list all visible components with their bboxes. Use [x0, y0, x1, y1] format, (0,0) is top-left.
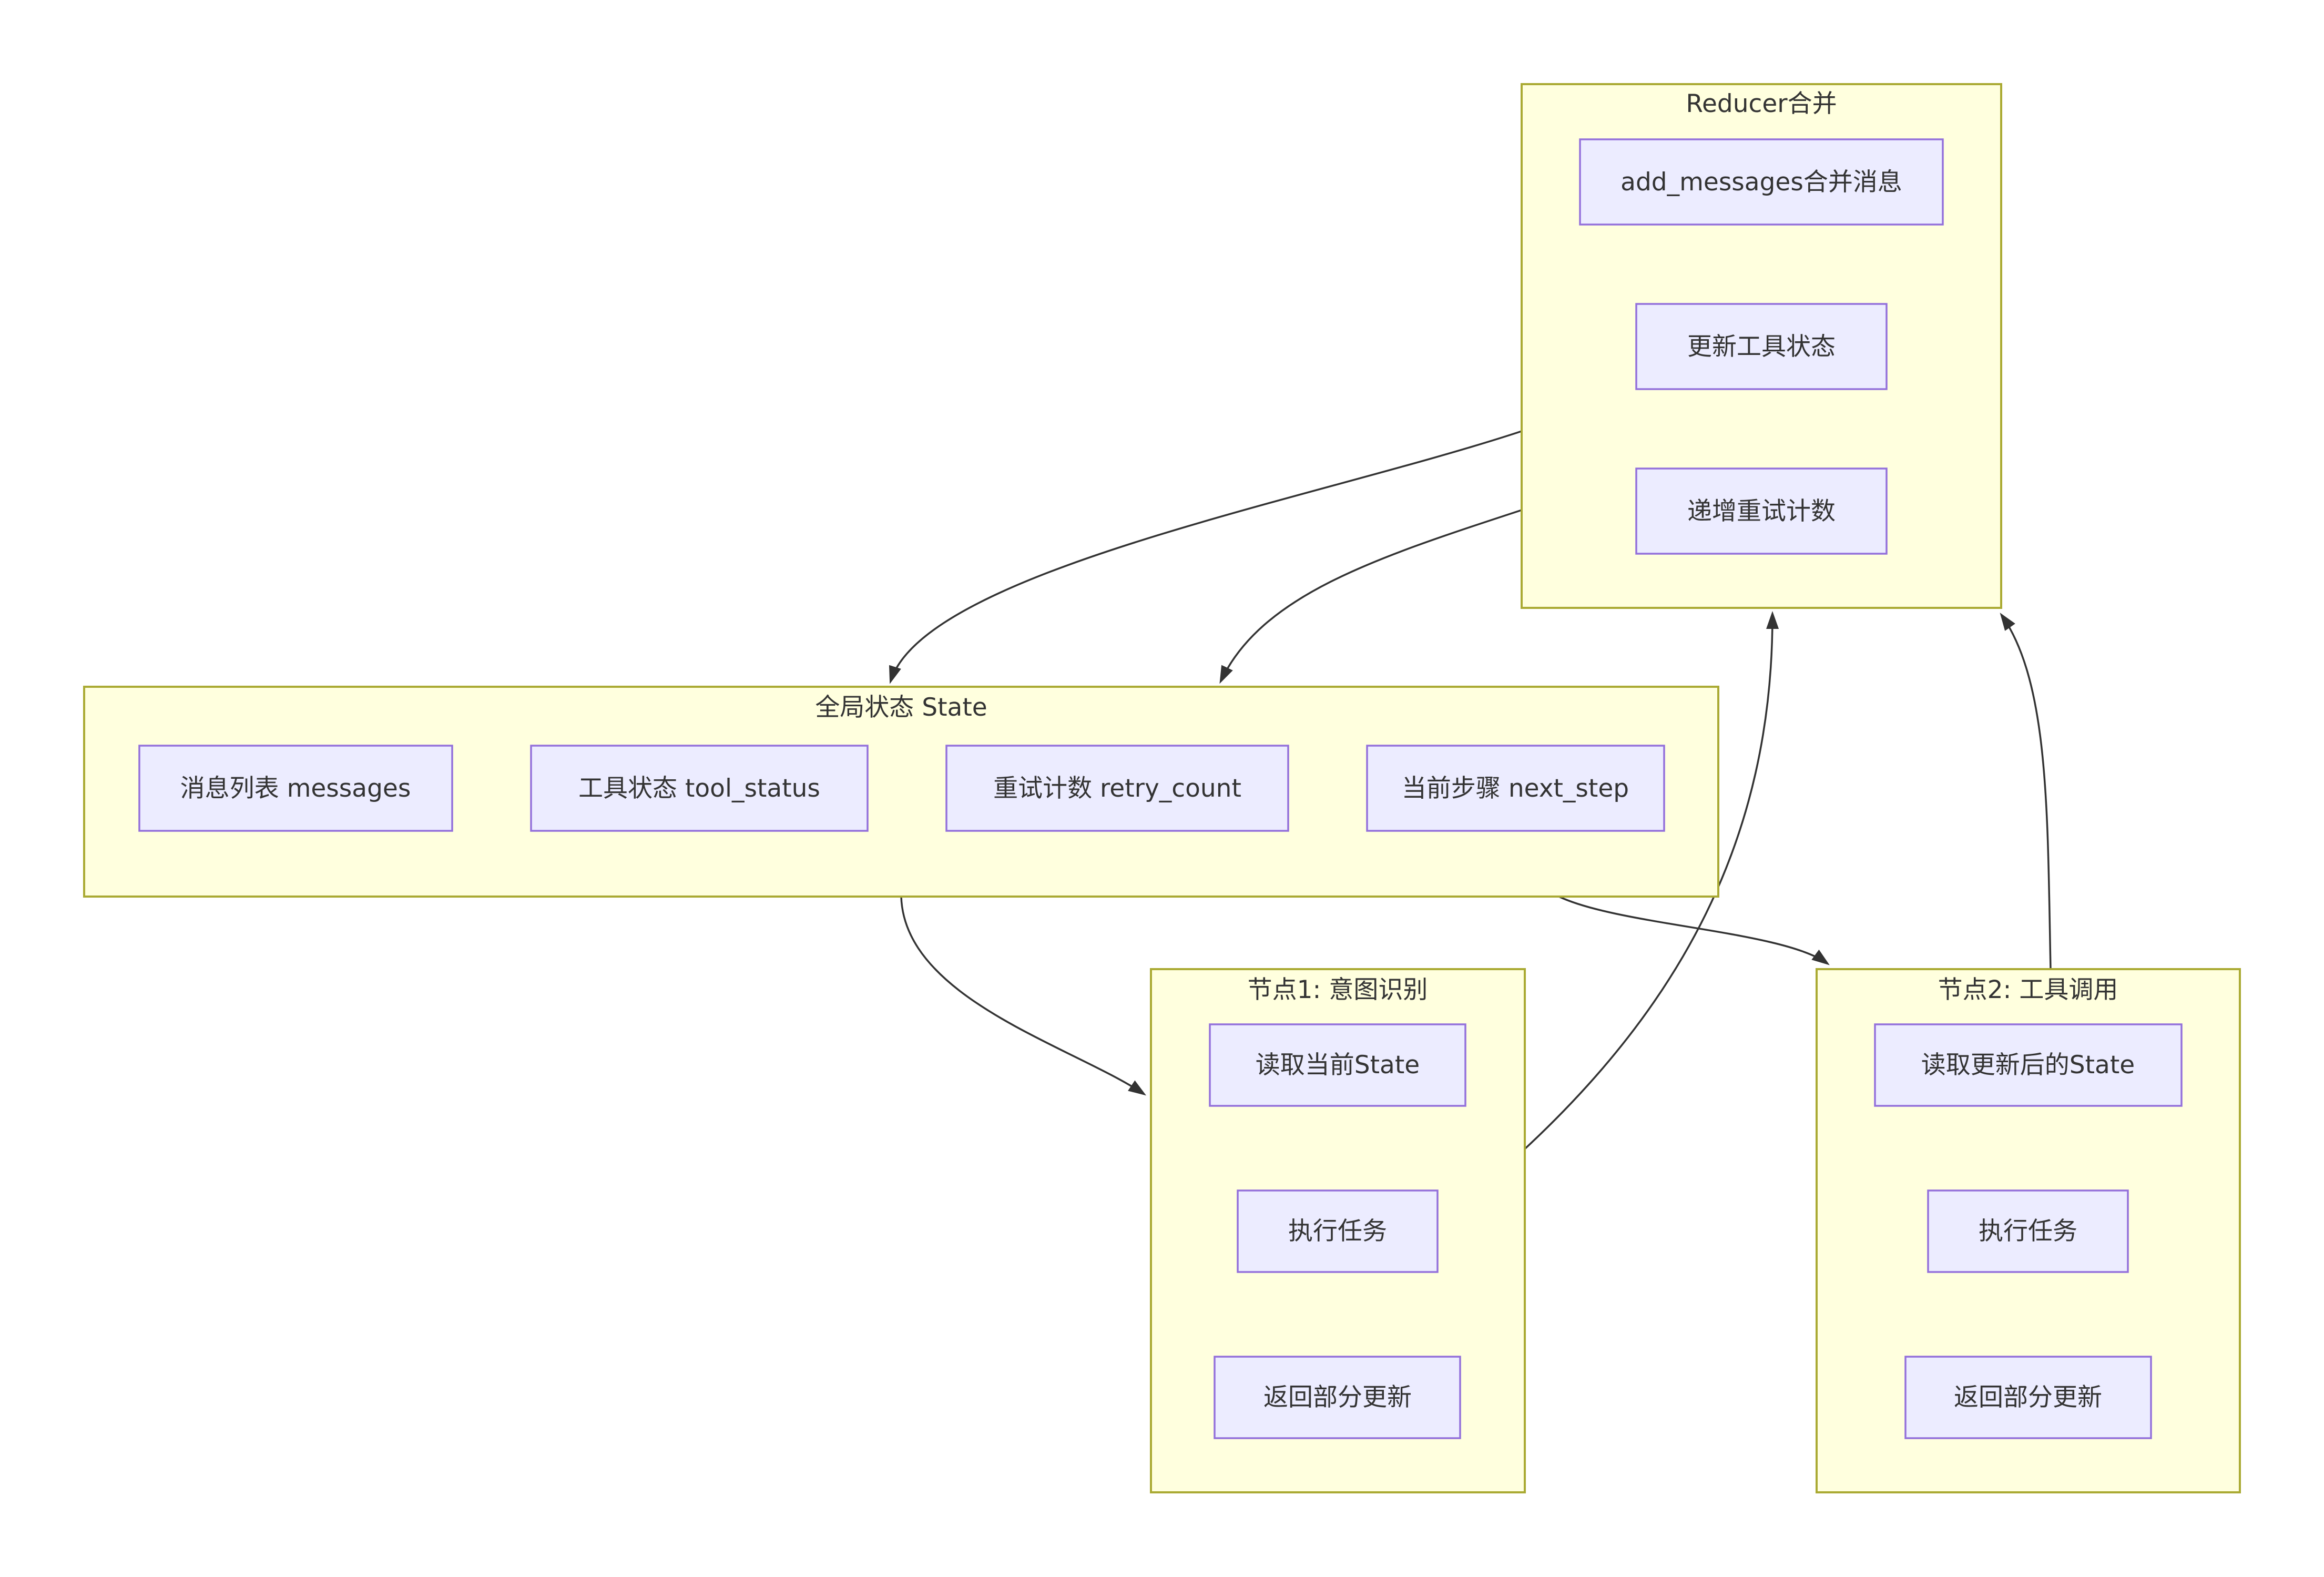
node2-read-state	[1874, 1023, 2183, 1107]
edge-node1-to-reducer	[1524, 611, 1779, 1150]
edge-reducer-to-state-upper	[889, 430, 1522, 684]
node2-run-task-label: 执行任务	[1979, 1217, 2077, 1246]
node-merge-messages-label: add_messages合并消息	[1620, 168, 1902, 197]
cluster-reducer-title: Reducer合并	[1686, 89, 1837, 118]
node-next-step-label: 当前步骤 next_step	[1402, 774, 1629, 803]
edge-node2-to-reducer	[2000, 613, 2052, 970]
node-next-step	[1366, 745, 1665, 832]
node2-return-update	[1904, 1356, 2152, 1439]
node-update-tool-status	[1635, 303, 1888, 390]
node1-return-update-label: 返回部分更新	[1263, 1383, 1412, 1412]
cluster-reducer: Reducer合并 add_messages合并消息 更新工具状态 递增重试计数	[1521, 83, 2002, 609]
node-merge-messages	[1579, 138, 1944, 226]
cluster-node2: 节点2: 工具调用 读取更新后的State 执行任务 返回部分更新	[1816, 968, 2241, 1493]
node1-read-state-label: 读取当前State	[1256, 1051, 1420, 1080]
node-retry-count	[945, 745, 1289, 832]
node2-run-task	[1927, 1189, 2129, 1273]
edge-reducer-to-state-lower	[1219, 509, 1522, 684]
node-tool-status-label: 工具状态 tool_status	[578, 774, 820, 803]
node1-run-task-label: 执行任务	[1288, 1217, 1387, 1246]
edge-state-to-node1	[900, 896, 1146, 1096]
node-update-tool-status-label: 更新工具状态	[1687, 332, 1836, 361]
node-tool-status	[530, 745, 869, 832]
node-messages	[138, 745, 453, 832]
node1-read-state	[1209, 1023, 1466, 1107]
cluster-state-title: 全局状态 State	[815, 693, 987, 722]
cluster-state: 全局状态 State 消息列表 messages 工具状态 tool_statu…	[83, 686, 1719, 898]
node1-return-update	[1214, 1356, 1461, 1439]
edge-state-to-node2	[1558, 896, 1830, 965]
node-increment-retry-label: 递增重试计数	[1687, 497, 1836, 526]
node-retry-count-label: 重试计数 retry_count	[993, 774, 1241, 803]
node-increment-retry	[1635, 467, 1888, 555]
node1-run-task	[1237, 1189, 1439, 1273]
node2-read-state-label: 读取更新后的State	[1921, 1051, 2135, 1080]
node2-return-update-label: 返回部分更新	[1954, 1383, 2102, 1412]
node-messages-label: 消息列表 messages	[180, 774, 411, 803]
cluster-node1: 节点1: 意图识别 读取当前State 执行任务 返回部分更新	[1150, 968, 1526, 1493]
cluster-node1-title: 节点1: 意图识别	[1248, 975, 1428, 1004]
cluster-node2-title: 节点2: 工具调用	[1938, 975, 2118, 1004]
edge-layer	[889, 430, 2052, 1150]
